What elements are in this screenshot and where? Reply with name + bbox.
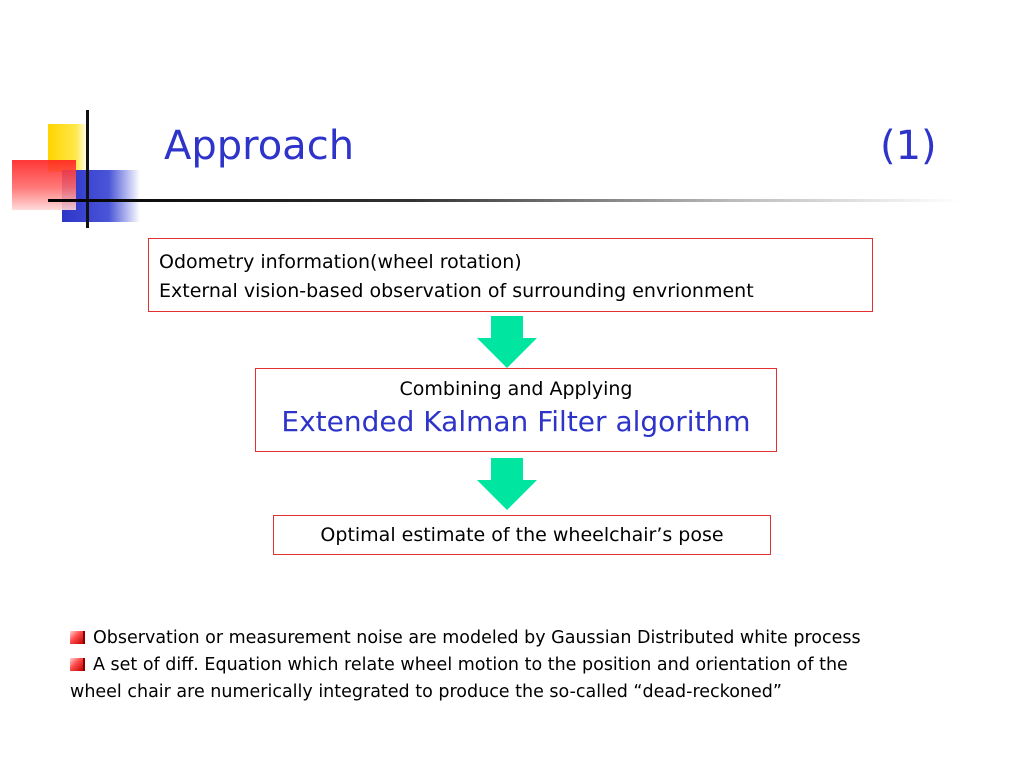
bullet-item: Observation or measurement noise are mod… — [70, 625, 990, 652]
square-bullet-icon — [70, 631, 85, 644]
process-line-2: Extended Kalman Filter algorithm — [281, 405, 751, 438]
slide-number: (1) — [880, 123, 937, 169]
output-text: Optimal estimate of the wheelchair’s pos… — [320, 524, 724, 546]
down-arrow-icon — [477, 316, 537, 368]
process-box: Combining and Applying Extended Kalman F… — [255, 368, 777, 452]
title-underline — [48, 199, 960, 202]
logo-vertical-line — [86, 110, 89, 228]
square-bullet-icon — [70, 658, 85, 671]
logo-red-square — [12, 160, 76, 210]
down-arrow-icon — [477, 458, 537, 510]
slide-title: Approach — [164, 123, 355, 169]
bullet-text: A set of diff. Equation which relate whe… — [93, 655, 848, 675]
input-box: Odometry information(wheel rotation) Ext… — [148, 238, 873, 312]
output-box: Optimal estimate of the wheelchair’s pos… — [273, 515, 771, 555]
process-line-1: Combining and Applying — [399, 378, 633, 400]
bullet-item: A set of diff. Equation which relate whe… — [70, 652, 990, 679]
bullet-list: Observation or measurement noise are mod… — [70, 625, 990, 706]
input-line-2: External vision-based observation of sur… — [159, 280, 754, 302]
input-line-1: Odometry information(wheel rotation) — [159, 251, 522, 273]
bullet-text: Observation or measurement noise are mod… — [93, 628, 861, 648]
bullet-continuation: wheel chair are numerically integrated t… — [70, 682, 782, 702]
